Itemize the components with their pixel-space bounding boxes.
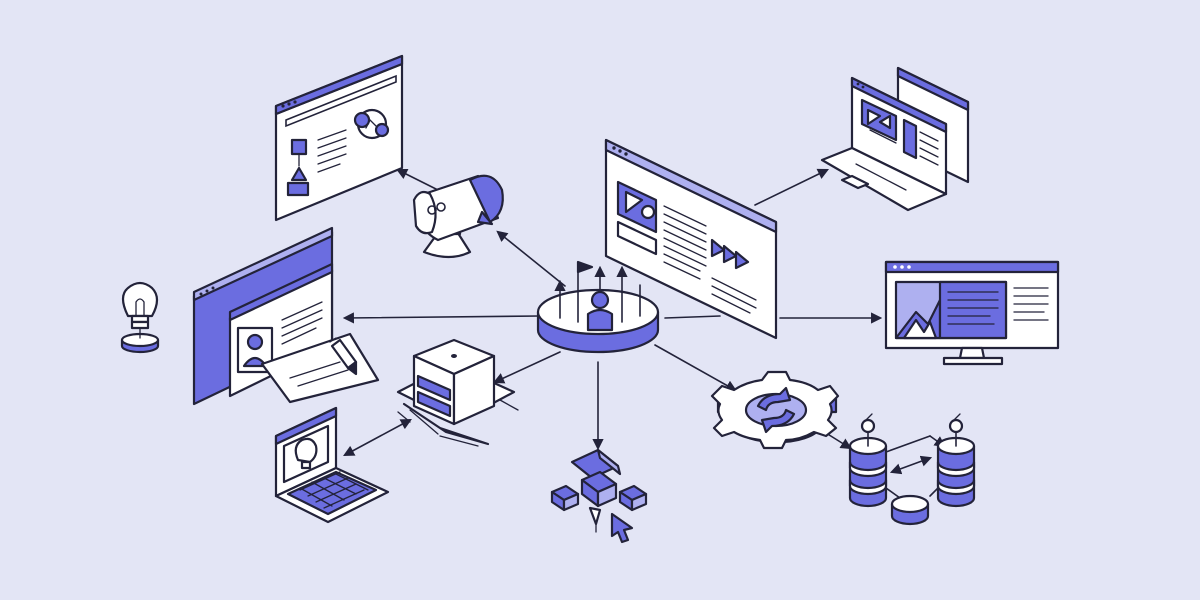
profile-document-icon: [192, 226, 380, 406]
database-network-icon: [848, 413, 976, 526]
package-box-icon: [396, 338, 519, 447]
monitor-icon: [884, 260, 1060, 366]
workflow-window-icon: [274, 54, 404, 222]
cursor-modules-icon: [550, 448, 648, 544]
media-window-icon: [604, 138, 778, 340]
user-avatar-icon: [586, 290, 614, 332]
megaphone-icon: [412, 174, 504, 259]
lightbulb-icon: [120, 281, 160, 354]
flag-icon: [554, 260, 641, 323]
laptop-lightbulb-icon: [274, 406, 390, 524]
hub-platform-icon: [536, 260, 660, 354]
laptop-screens-icon: [820, 66, 970, 212]
gear-sync-icon: [710, 370, 840, 450]
pen-icon: [329, 337, 358, 376]
